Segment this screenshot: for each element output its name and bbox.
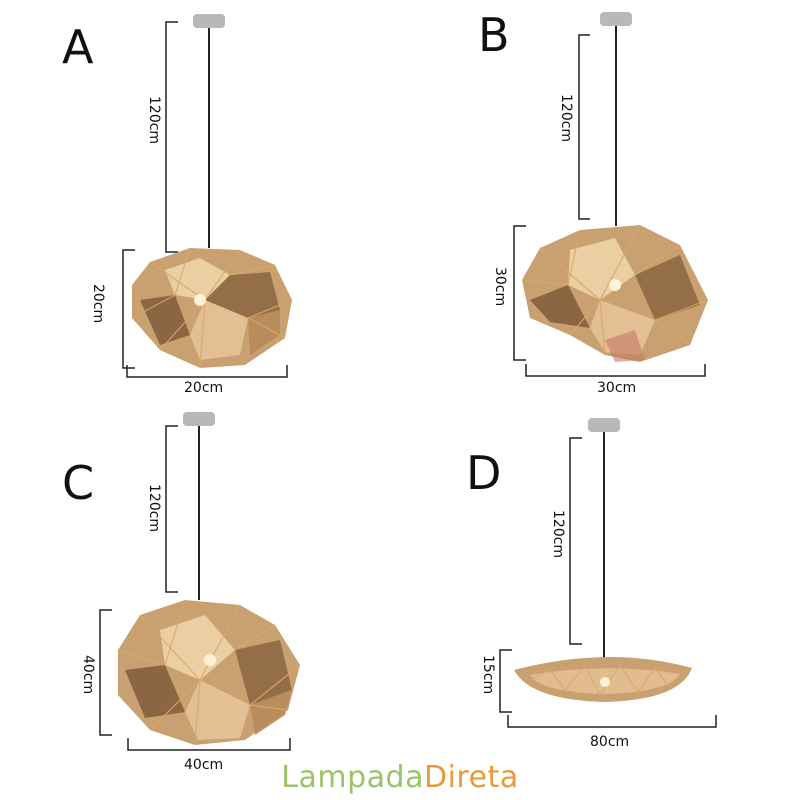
cord-length-bracket	[578, 34, 590, 220]
ceiling-canopy	[588, 418, 620, 432]
variant-letter: B	[478, 8, 510, 62]
height-label: 20cm	[90, 284, 106, 324]
width-bracket	[507, 715, 717, 728]
lamp-a-illustration	[122, 14, 293, 378]
cord-length-bracket	[165, 425, 178, 593]
width-bracket	[127, 738, 291, 751]
product-variant-c: C 120cm 40cm 40cm	[0, 400, 400, 800]
cord-length-label: 120cm	[550, 510, 566, 559]
height-bracket	[513, 225, 526, 361]
cord-length-label: 120cm	[558, 94, 574, 143]
width-bracket	[525, 364, 706, 377]
ceiling-canopy	[183, 412, 215, 426]
product-variant-a: A 120cm 20cm 20cm	[0, 0, 400, 400]
faceted-shade	[131, 247, 293, 369]
variant-letter: C	[62, 456, 95, 510]
faceted-shade	[117, 599, 301, 746]
height-label: 15cm	[480, 655, 496, 695]
variant-letter: A	[62, 20, 94, 74]
lamp-b-illustration	[513, 12, 709, 377]
brand-watermark: LampadaDireta	[0, 760, 800, 795]
width-label: 40cm	[184, 757, 224, 773]
ceiling-canopy	[600, 12, 632, 26]
cord-length-bracket	[165, 21, 178, 253]
product-variant-b: B 120cm 30cm 30cm	[400, 0, 800, 400]
faceted-shade	[514, 656, 692, 702]
cord-length-label: 120cm	[146, 96, 162, 145]
cord-length-bracket	[569, 437, 582, 645]
variant-letter: D	[466, 446, 502, 500]
faceted-shade	[521, 224, 709, 362]
width-label: 20cm	[184, 380, 224, 396]
height-bracket	[499, 649, 512, 713]
width-label: 80cm	[590, 734, 630, 750]
product-variant-d: D 120cm 15cm 80cm	[400, 400, 800, 800]
height-label: 40cm	[80, 655, 96, 695]
height-bracket	[122, 249, 135, 369]
ceiling-canopy	[193, 14, 225, 28]
height-bracket	[99, 609, 112, 736]
brand-part2: Direta	[423, 760, 519, 795]
height-label: 30cm	[492, 267, 508, 307]
width-label: 30cm	[597, 380, 637, 396]
brand-part1: Lampada	[281, 760, 424, 795]
lamp-d-illustration	[499, 418, 717, 728]
cord-length-label: 120cm	[146, 484, 162, 533]
lamp-c-illustration	[99, 412, 301, 751]
width-bracket	[126, 365, 288, 378]
